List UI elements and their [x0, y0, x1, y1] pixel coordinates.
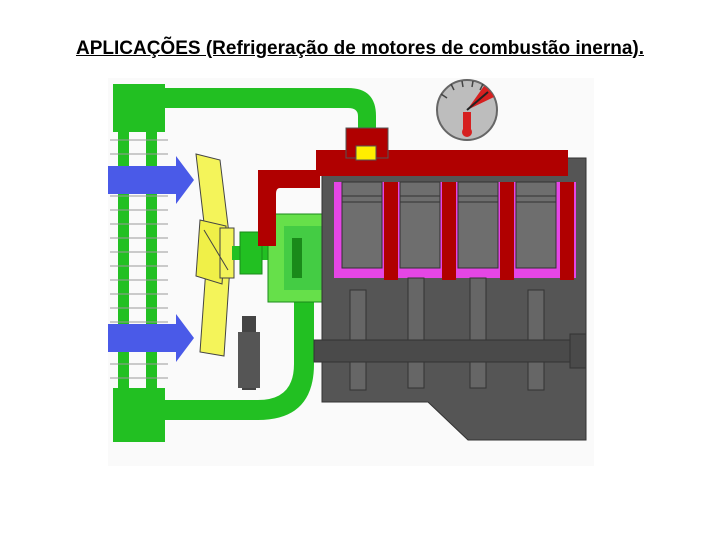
connecting-rod-3 [469, 277, 487, 389]
engine-block [258, 127, 587, 441]
connecting-rod-2 [407, 277, 425, 389]
upper-hose [163, 88, 376, 128]
crankshaft [313, 339, 581, 363]
pulley [239, 231, 263, 275]
radiator-top-tank [113, 84, 165, 132]
cooling-fan [195, 153, 235, 357]
coolant-jacket-4 [560, 182, 574, 280]
coolant-jacket-1 [384, 182, 398, 280]
piston-4 [515, 181, 557, 269]
temperature-gauge-icon [436, 79, 498, 141]
radiator-core-right [146, 130, 157, 390]
hot-coolant-front [258, 170, 320, 246]
fan-hub [219, 227, 235, 279]
piston-3 [457, 181, 499, 269]
radiator-bottom-tank [113, 388, 165, 442]
arrow-right-icon [108, 156, 194, 204]
piston-1 [341, 181, 383, 269]
crank-pulley [238, 332, 260, 388]
piston-2 [399, 181, 441, 269]
radiator-core-left [118, 130, 129, 390]
engine-cooling-diagram [108, 78, 594, 466]
slide-title: APLICAÇÕES (Refrigeração de motores de c… [75, 38, 644, 59]
arrow-right-icon [108, 314, 194, 362]
coolant-jacket-3 [500, 182, 514, 280]
airflow-arrows [108, 156, 194, 362]
pump-impeller [292, 238, 302, 278]
piston-rings [342, 195, 556, 203]
fan-blade-front [195, 219, 227, 285]
thermostat [355, 145, 377, 161]
coolant-jacket-2 [442, 182, 456, 280]
gauge-needle [466, 91, 489, 111]
